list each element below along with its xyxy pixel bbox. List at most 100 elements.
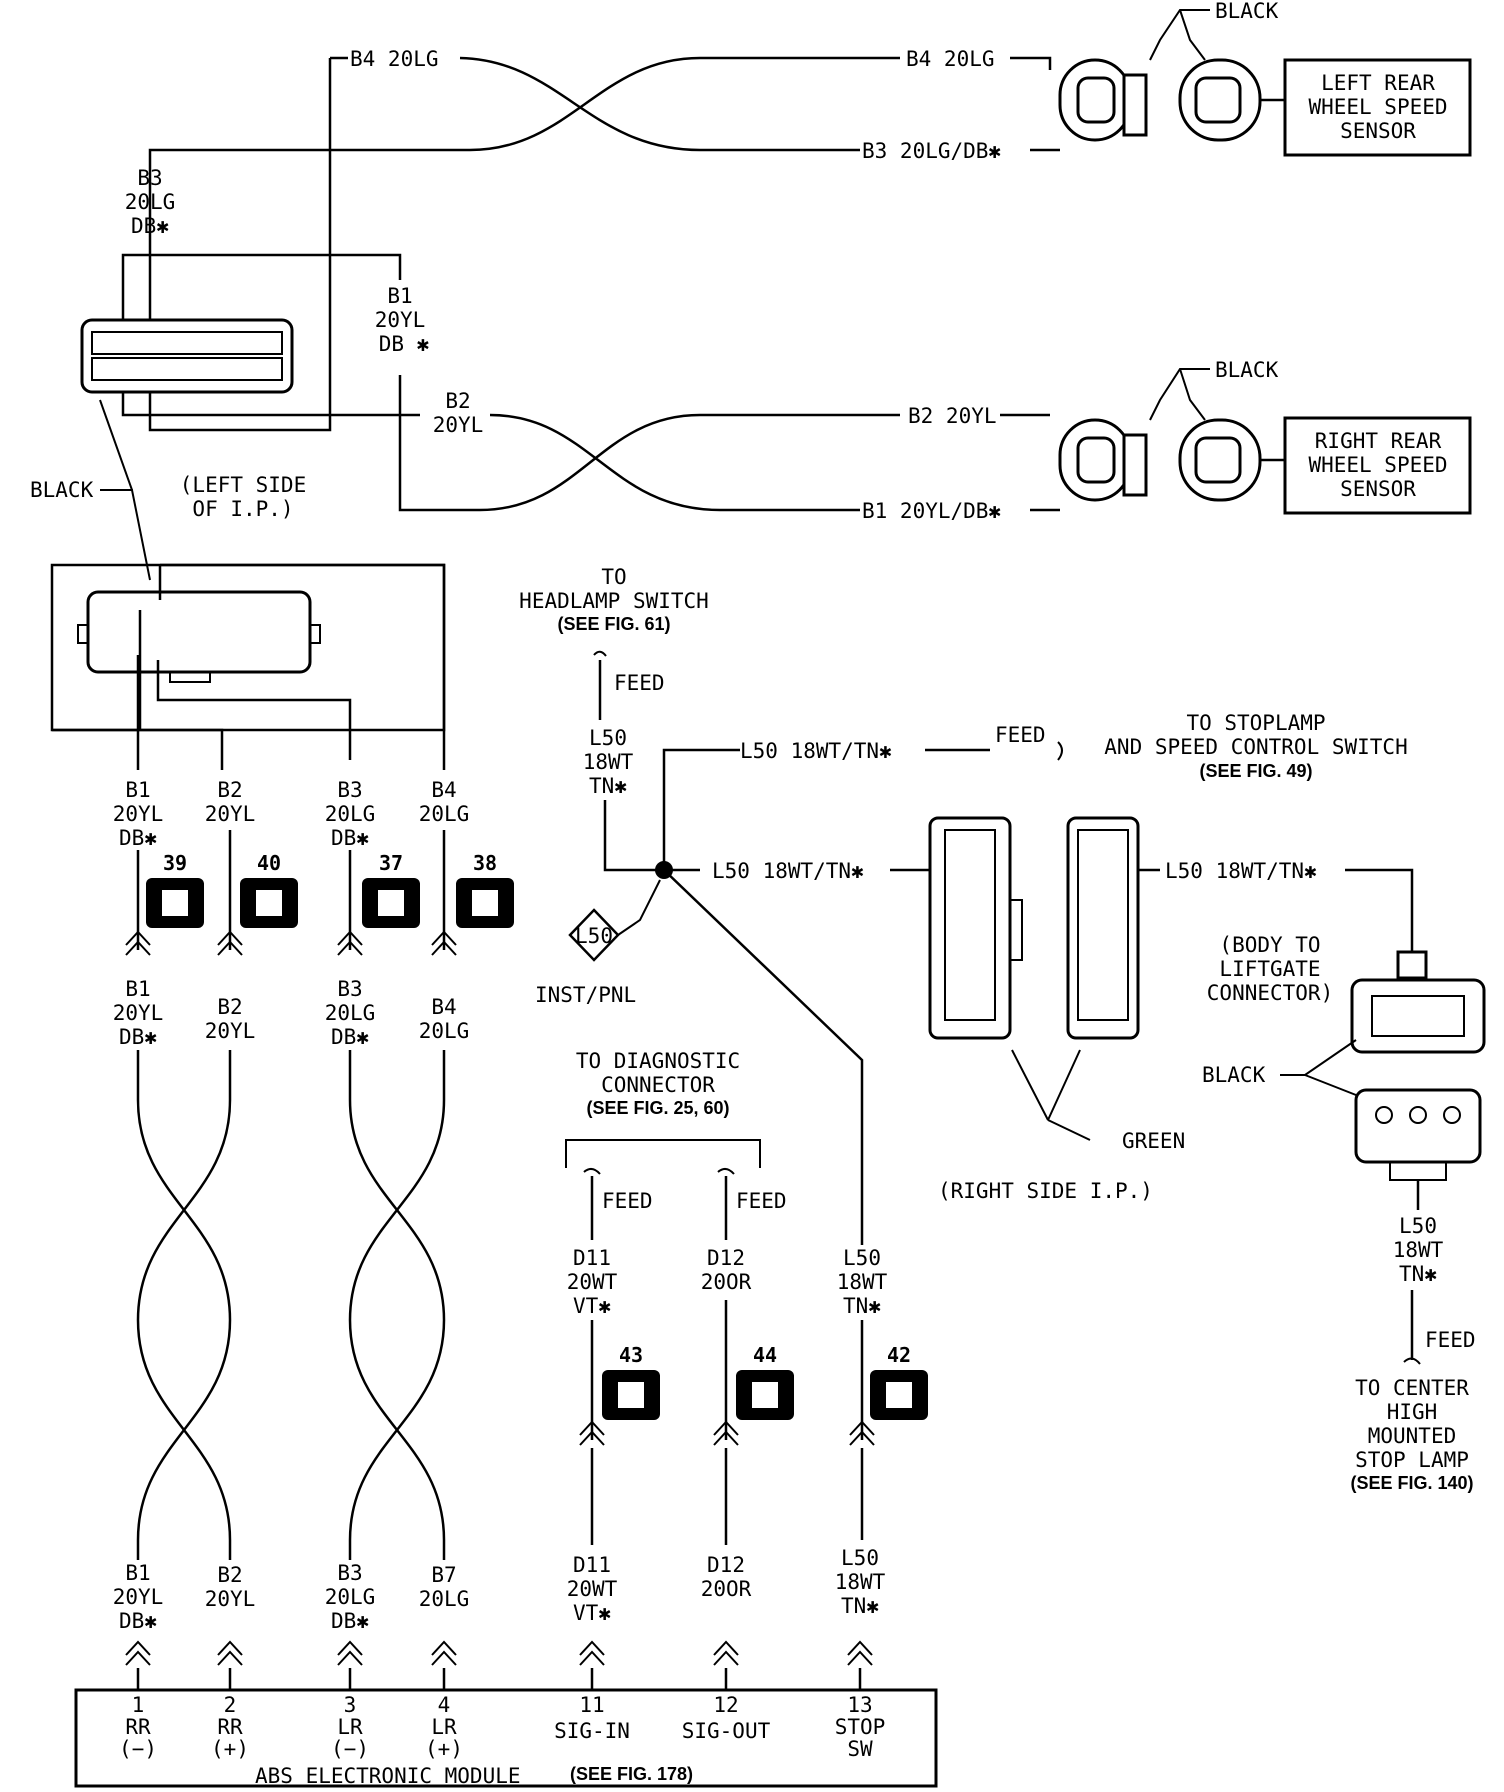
- left-rear-sensor-label: LEFT REAR WHEEL SPEED SENSOR: [1308, 71, 1447, 143]
- svg-text:LR: LR: [431, 1715, 457, 1739]
- svg-text:20LG: 20LG: [325, 1001, 376, 1025]
- svg-text:B2: B2: [217, 1563, 242, 1587]
- svg-text:SENSOR: SENSOR: [1340, 119, 1416, 143]
- svg-text:RIGHT REAR: RIGHT REAR: [1315, 429, 1442, 453]
- svg-text:TO DIAGNOSTIC: TO DIAGNOSTIC: [576, 1049, 740, 1073]
- wire-label-b3-left: B3 20LG DB✱: [125, 166, 176, 238]
- svg-text:20YL: 20YL: [113, 1001, 164, 1025]
- right-rear-sensor-box: [1283, 416, 1472, 515]
- svg-text:CONNECTOR: CONNECTOR: [601, 1073, 715, 1097]
- right-ip-connector-left: [928, 816, 1023, 1040]
- connector-number-44: 44: [753, 1343, 777, 1367]
- b3-crossing: [148, 56, 900, 330]
- svg-text:20YL: 20YL: [375, 308, 426, 332]
- b2-crossing: [489, 413, 860, 512]
- label-green: GREEN: [1122, 1129, 1185, 1153]
- svg-text:TN✱: TN✱: [843, 1294, 881, 1318]
- svg-text:LR: LR: [337, 1715, 363, 1739]
- pin-4: 4: [438, 1693, 451, 1717]
- svg-text:DB✱: DB✱: [119, 1025, 157, 1049]
- wire-label-l50-h1: L50 18WT/TN✱: [740, 739, 892, 763]
- connector-number-37: 37: [379, 851, 403, 875]
- svg-text:B1: B1: [125, 1561, 150, 1585]
- label-body-liftgate: (BODY TO LIFTGATE CONNECTOR): [1207, 933, 1333, 1005]
- svg-text:(LEFT SIDE: (LEFT SIDE: [180, 473, 306, 497]
- label-black-top: BLACK: [1215, 0, 1279, 23]
- svg-text:TN✱: TN✱: [589, 774, 627, 798]
- svg-text:20YL: 20YL: [113, 802, 164, 826]
- svg-text:20LG: 20LG: [125, 190, 176, 214]
- svg-text:VT✱: VT✱: [573, 1294, 611, 1318]
- svg-text:D11: D11: [573, 1246, 611, 1270]
- svg-text:B1: B1: [125, 977, 150, 1001]
- svg-text:B7: B7: [431, 1563, 456, 1587]
- svg-text:L50: L50: [589, 726, 627, 750]
- pin-2: 2: [224, 1693, 237, 1717]
- svg-text:RR: RR: [125, 1715, 151, 1739]
- svg-text:B4: B4: [431, 995, 456, 1019]
- svg-text:RR: RR: [217, 1715, 243, 1739]
- svg-text:SENSOR: SENSOR: [1340, 477, 1416, 501]
- svg-text:20YL: 20YL: [433, 413, 484, 437]
- svg-text:OF I.P.): OF I.P.): [192, 497, 293, 521]
- twisted-pair-b1-b2: [136, 1050, 232, 1560]
- label-left-ip: (LEFT SIDE OF I.P.): [180, 473, 306, 521]
- svg-text:(SEE FIG. 61): (SEE FIG. 61): [557, 614, 670, 634]
- svg-text:MOUNTED: MOUNTED: [1368, 1424, 1457, 1448]
- wire-l50-liftgate: L50 18WT TN✱: [1393, 1214, 1444, 1286]
- svg-text:DB✱: DB✱: [119, 826, 157, 850]
- svg-text:B2: B2: [445, 389, 470, 413]
- svg-text:20YL: 20YL: [205, 1019, 256, 1043]
- connector-number-43: 43: [619, 1343, 643, 1367]
- wire-diag-upper: D11 20WT VT✱ D12 20OR L50 18WT TN✱: [567, 1246, 888, 1318]
- svg-text:DB✱: DB✱: [331, 1609, 369, 1633]
- right-rear-sensor-label: RIGHT REAR WHEEL SPEED SENSOR: [1308, 429, 1447, 501]
- wire-lower-set: B1 20YL DB✱ B2 20YL B3 20LG DB✱ B7 20LG …: [113, 1546, 886, 1633]
- pin-1: 1: [132, 1693, 145, 1717]
- left-rear-sensor-connector-harness: [1058, 58, 1262, 142]
- pin-12: 12: [713, 1693, 738, 1717]
- wire-label-b2-right: B2 20YL: [908, 404, 997, 428]
- svg-text:WHEEL SPEED: WHEEL SPEED: [1308, 95, 1447, 119]
- connector-number-40: 40: [257, 851, 281, 875]
- svg-text:(SEE FIG. 49): (SEE FIG. 49): [1199, 761, 1312, 781]
- svg-text:L50: L50: [841, 1546, 879, 1570]
- pin-11: 11: [579, 1693, 604, 1717]
- left-ip-connector-lower: [50, 563, 446, 732]
- abs-pins: 1 RR (−) 2 RR (+) 3 LR (−) 4 LR (+) 11 S…: [119, 1693, 885, 1761]
- svg-text:B3: B3: [337, 778, 362, 802]
- liftgate-connector: [1350, 950, 1486, 1181]
- connector-number-38: 38: [473, 851, 497, 875]
- wire-label-l50-h2: L50 18WT/TN✱: [712, 859, 864, 883]
- svg-text:DB ✱: DB ✱: [379, 332, 430, 356]
- feed-diag-2: FEED: [736, 1189, 787, 1213]
- wire-label-b2-mid: B2 20YL: [433, 389, 484, 437]
- wire-l50-vert: L50 18WT TN✱: [583, 726, 634, 798]
- svg-text:(+): (+): [425, 1737, 463, 1761]
- svg-text:HEADLAMP SWITCH: HEADLAMP SWITCH: [519, 589, 709, 613]
- label-inst-pnl: INST/PNL: [535, 983, 636, 1007]
- svg-text:20WT: 20WT: [567, 1270, 618, 1294]
- b1-wire-top: [121, 253, 402, 330]
- svg-text:TN✱: TN✱: [1399, 1262, 1437, 1286]
- svg-text:20YL: 20YL: [205, 802, 256, 826]
- abs-module-fig: (SEE FIG. 178): [570, 1764, 693, 1784]
- svg-text:DB✱: DB✱: [131, 214, 169, 238]
- wire-label-b3-right: B3 20LG/DB✱: [862, 139, 1001, 163]
- svg-text:18WT: 18WT: [837, 1270, 888, 1294]
- svg-text:(BODY TO: (BODY TO: [1219, 933, 1320, 957]
- svg-text:TN✱: TN✱: [841, 1594, 879, 1618]
- abs-module-title: ABS ELECTRONIC MODULE: [255, 1764, 521, 1788]
- svg-text:WHEEL SPEED: WHEEL SPEED: [1308, 453, 1447, 477]
- svg-text:L50: L50: [1399, 1214, 1437, 1238]
- svg-text:20OR: 20OR: [701, 1270, 752, 1294]
- svg-text:HIGH: HIGH: [1387, 1400, 1438, 1424]
- wire-label-b4-right: B4 20LG: [906, 47, 995, 71]
- connector-boxes-row2: [602, 1370, 928, 1420]
- wire-upper-set: B1 20YL DB✱ B2 20YL B3 20LG DB✱ B4 20LG: [113, 778, 470, 850]
- svg-text:D12: D12: [707, 1553, 745, 1577]
- svg-text:20WT: 20WT: [567, 1577, 618, 1601]
- svg-text:20LG: 20LG: [419, 1019, 470, 1043]
- svg-text:LEFT REAR: LEFT REAR: [1321, 71, 1435, 95]
